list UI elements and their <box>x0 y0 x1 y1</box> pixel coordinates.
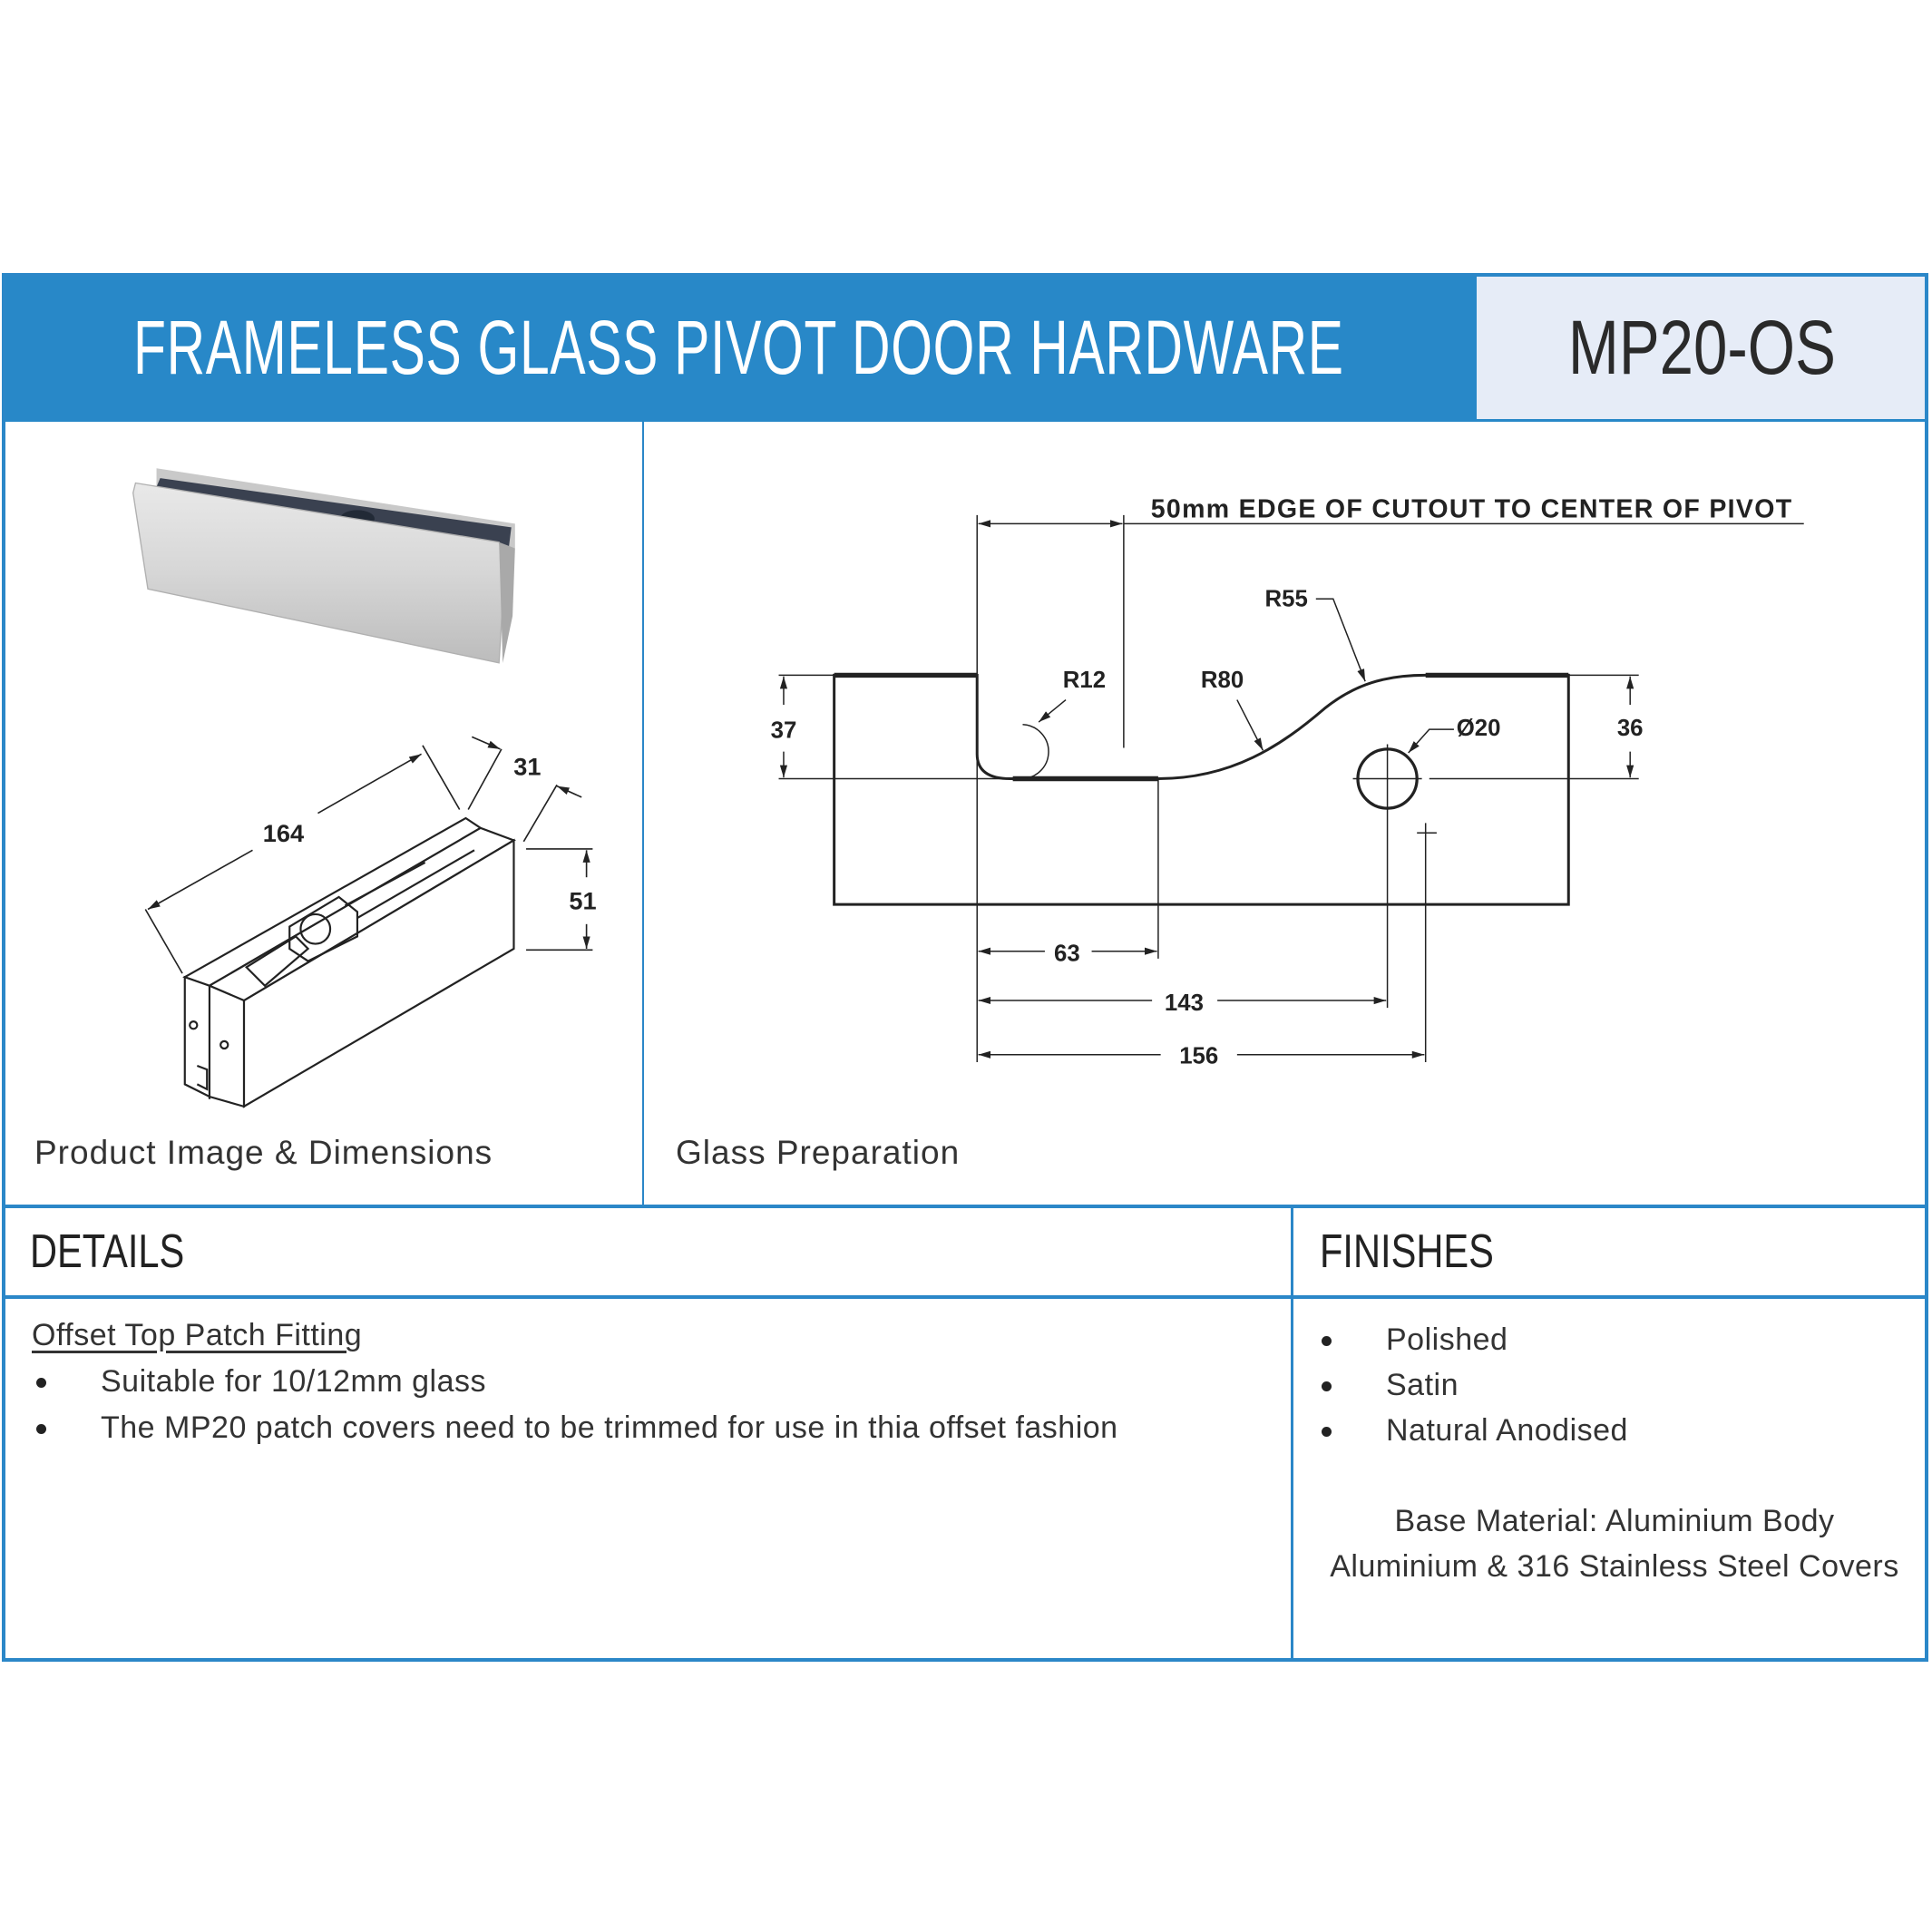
details-heading: DETAILS <box>30 1225 223 1279</box>
title-text: FRAMELESS GLASS PIVOT DOOR HARDWARE <box>132 304 1344 390</box>
glass-caption: Glass Preparation <box>676 1134 961 1171</box>
product-code: MP20-OS <box>1477 277 1927 419</box>
cutout-note: 50mm EDGE OF CUTOUT TO CENTER OF PIVOT <box>1151 495 1792 524</box>
header-title: FRAMELESS GLASS PIVOT DOOR HARDWARE <box>0 273 1477 422</box>
dim-width-label: 31 <box>513 752 541 780</box>
dim-156-label: 156 <box>1179 1043 1218 1068</box>
dim-height-label: 51 <box>569 887 596 915</box>
r80-label: R80 <box>1201 668 1244 693</box>
bullet-icon <box>1322 1381 1332 1391</box>
dim-length-label: 164 <box>263 819 304 847</box>
details-bullet: The MP20 patch covers need to be trimmed… <box>101 1410 1118 1445</box>
dim-143-label: 143 <box>1165 990 1204 1016</box>
divider-horizontal <box>2 1295 1928 1299</box>
hole-diameter-label: Ø20 <box>1457 716 1501 741</box>
divider-vertical <box>1291 1206 1293 1662</box>
product-code-text: MP20-OS <box>1567 305 1837 390</box>
finishes-heading-text: FINISHES <box>1320 1225 1494 1278</box>
finish-item: Polished <box>1386 1322 1508 1357</box>
product-line-drawing <box>144 736 593 1108</box>
glass-preparation-drawing <box>778 514 1804 1062</box>
bullet-icon <box>1322 1336 1332 1346</box>
r12-label: R12 <box>1063 668 1106 693</box>
finish-item: Natural Anodised <box>1386 1413 1628 1448</box>
details-subtitle: Offset Top Patch Fitting <box>32 1318 363 1352</box>
bullet-icon <box>36 1424 46 1434</box>
bullet-icon <box>36 1378 46 1388</box>
divider-horizontal <box>2 1205 1928 1208</box>
outer-frame <box>2 273 1928 1662</box>
finishes-heading: FINISHES <box>1320 1225 1537 1279</box>
dim-37-label: 37 <box>771 718 797 744</box>
details-heading-text: DETAILS <box>30 1225 185 1278</box>
base-material-line2: Aluminium & 316 Stainless Steel Covers <box>1330 1549 1899 1584</box>
finish-item: Satin <box>1386 1368 1459 1402</box>
product-code-box <box>1477 277 1927 419</box>
divider-vertical <box>642 422 644 1206</box>
details-bullet: Suitable for 10/12mm glass <box>101 1364 486 1399</box>
product-photo <box>132 468 515 664</box>
r55-label: R55 <box>1265 586 1308 611</box>
product-caption: Product Image & Dimensions <box>34 1134 493 1171</box>
dim-63-label: 63 <box>1054 942 1080 967</box>
base-material-line1: Base Material: Aluminium Body <box>1394 1504 1835 1538</box>
dim-36-label: 36 <box>1617 716 1644 741</box>
bullet-icon <box>1322 1427 1332 1437</box>
